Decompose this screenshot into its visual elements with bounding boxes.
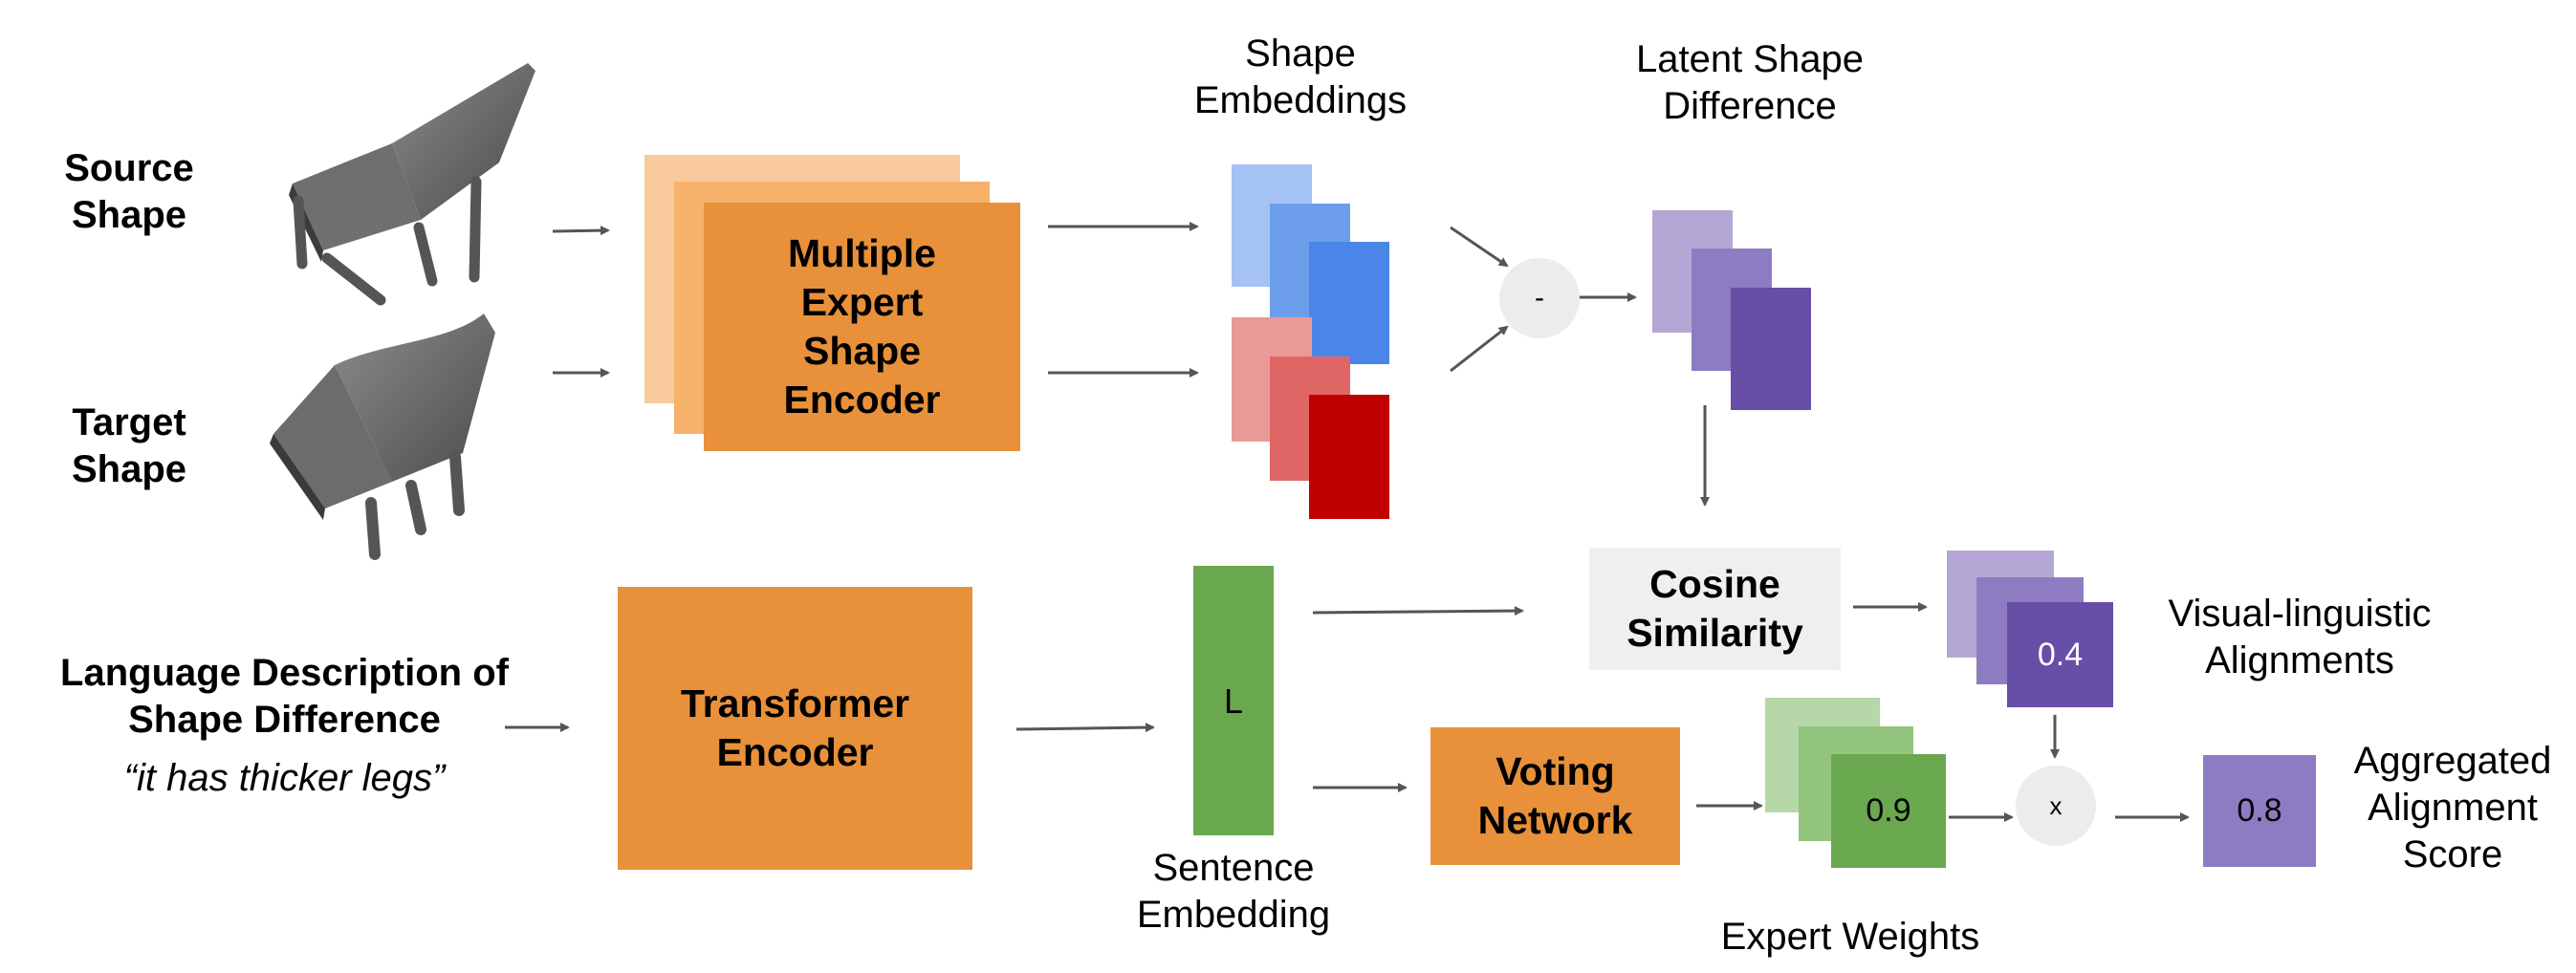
target-shape-label: Target Shape (71, 401, 187, 490)
arrow-blue-to-subtract (1450, 226, 1509, 268)
alignment-value-box: 0.4 (2007, 602, 2113, 707)
latent-difference-3 (1731, 288, 1811, 410)
source-chair-image (289, 63, 535, 306)
voting-network-box: Voting Network (1430, 727, 1680, 865)
target-chair-image (270, 314, 495, 560)
source-embedding-3 (1309, 242, 1389, 364)
visual-linguistic-alignments-label: Visual-linguistic Alignments (2168, 593, 2432, 681)
arrow-red-to-subtract (1450, 325, 1509, 373)
arrow-source-to-encoder (552, 226, 610, 236)
sentence-embedding-bar: L (1193, 566, 1274, 835)
language-example: “it has thicker legs” (123, 757, 446, 799)
expert-weight-value-box: 0.9 (1831, 754, 1946, 868)
transformer-encoder-box: Transformer Encoder (618, 587, 972, 870)
aggregated-score-box: 0.8 (2203, 755, 2316, 867)
latent-shape-difference-label: Latent Shape Difference (1636, 38, 1864, 127)
subtract-operator: - (1499, 258, 1580, 338)
language-description-label: Language Description of Shape Difference (60, 652, 509, 741)
shape-embeddings-label: Shape Embeddings (1193, 32, 1408, 121)
target-embedding-3 (1309, 395, 1389, 519)
source-shape-label: Source Shape (64, 147, 194, 236)
shape-encoder-box: Multiple Expert Shape Encoder (704, 203, 1020, 451)
expert-weights-label: Expert Weights (1720, 916, 1980, 958)
aggregated-alignment-score-label: Aggregated Alignment Score (2353, 740, 2552, 876)
multiply-operator: x (2016, 766, 2096, 846)
arrow-transformer-to-sentence (1015, 723, 1155, 733)
arrow-sentence-to-cosine (1312, 606, 1524, 616)
sentence-embedding-label: Sentence Embedding (1136, 847, 1331, 936)
cosine-similarity-box: Cosine Similarity (1589, 548, 1841, 670)
